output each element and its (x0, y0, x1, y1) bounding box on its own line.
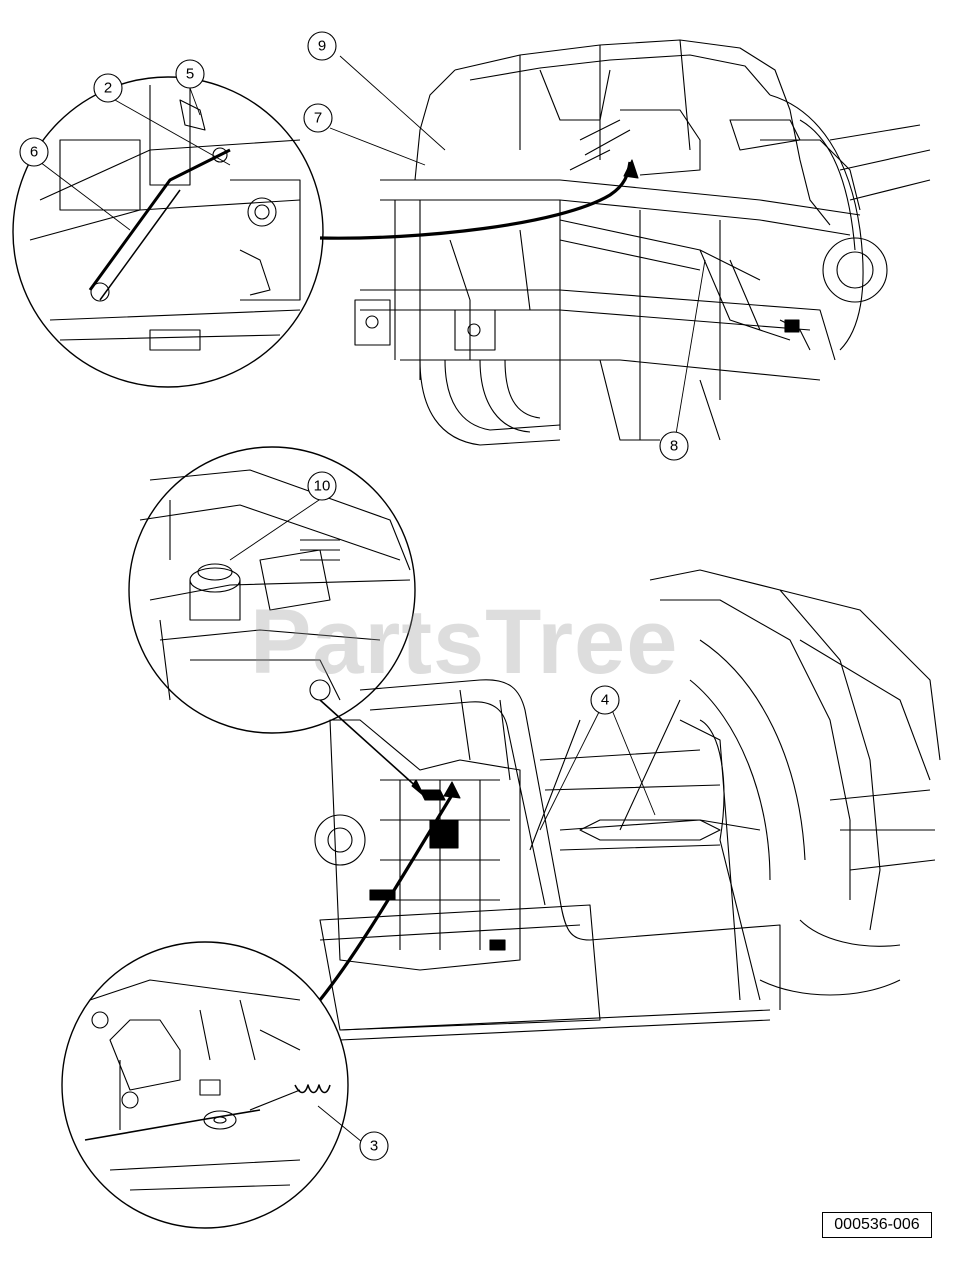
detail-circle-cap (128, 446, 416, 734)
callout-5: 5 (175, 59, 205, 89)
callout-9: 9 (307, 31, 337, 61)
detail-circle-throttle-cable (12, 76, 324, 388)
callout-7: 7 (303, 103, 333, 133)
callout-6: 6 (19, 137, 49, 167)
figure-number: 000536-006 (822, 1212, 932, 1238)
callout-8: 8 (659, 431, 689, 461)
callout-10-label: 10 (314, 478, 331, 495)
bottom-chassis-assembly (314, 569, 941, 1041)
detail-circle-cable-end (61, 941, 349, 1229)
callout-3: 3 (359, 1131, 389, 1161)
callout-7-label: 7 (314, 110, 322, 127)
callout-6-label: 6 (30, 144, 38, 161)
leader-lines (39, 55, 706, 1143)
callout-10: 10 (307, 471, 337, 501)
callout-8-label: 8 (670, 438, 678, 455)
callout-3-label: 3 (370, 1138, 378, 1155)
callout-4-label: 4 (601, 692, 609, 709)
callout-2: 2 (93, 73, 123, 103)
callout-9-label: 9 (318, 38, 326, 55)
callout-2-label: 2 (104, 80, 112, 97)
callout-5-label: 5 (186, 66, 194, 83)
callout-4: 4 (590, 685, 620, 715)
top-chassis-assembly (319, 39, 931, 446)
